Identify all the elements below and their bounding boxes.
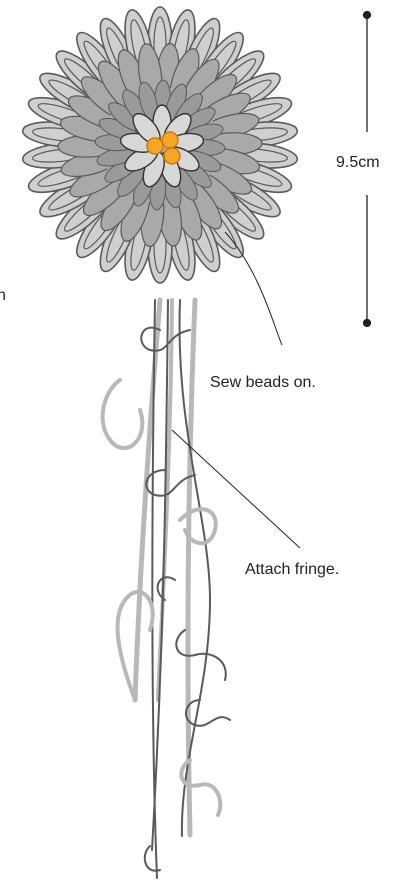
beads-label: Sew beads on.: [210, 374, 316, 391]
fringe-label: Attach fringe.: [245, 561, 339, 578]
bead: [147, 138, 163, 154]
bead: [162, 132, 178, 148]
dimension-endpoint-bottom: [364, 320, 371, 327]
dimension-endpoint-top: [364, 12, 371, 19]
dimension-label: 9.5cm: [336, 154, 380, 171]
bead: [164, 148, 180, 164]
edge-text-fragment: n: [0, 287, 6, 304]
